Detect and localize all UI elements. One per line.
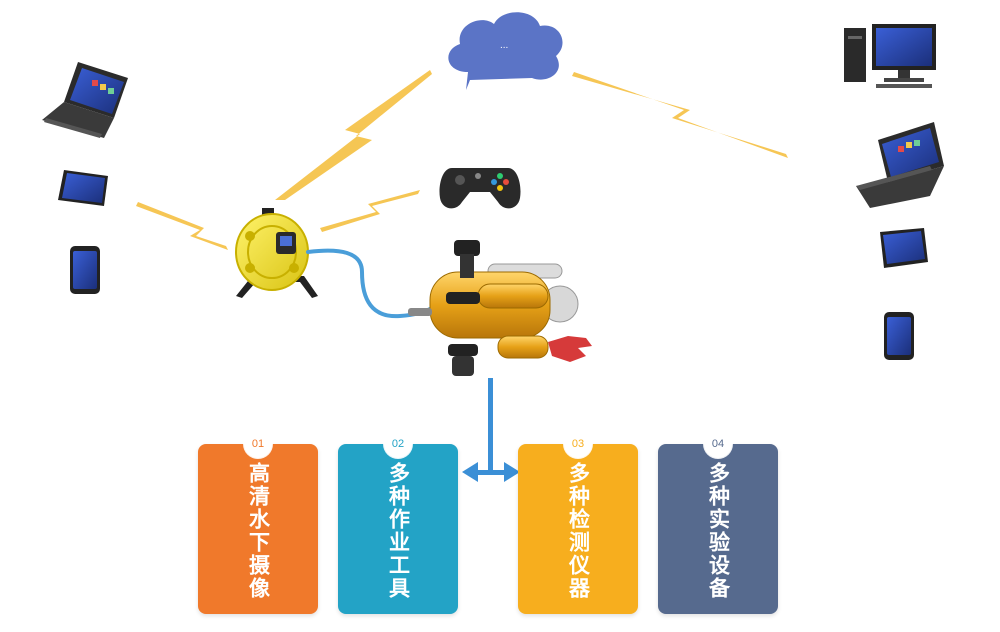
card-experiment-equipment: 04 多种实验设备 [658, 430, 778, 614]
laptop-icon [42, 62, 128, 138]
gamepad-icon [439, 168, 521, 209]
card-hd-camera: 01 高清水下摄像 [198, 430, 318, 614]
phone-icon [884, 312, 914, 360]
cloud-label: ... [500, 40, 509, 51]
card-label: 多种作业工具 [386, 462, 411, 600]
card-number: 03 [564, 430, 592, 458]
card-label: 高清水下摄像 [246, 462, 271, 600]
laptop-icon [856, 122, 944, 208]
card-label: 多种实验设备 [706, 462, 731, 600]
cable-reel-icon [235, 208, 318, 298]
desktop-computer-icon [844, 24, 936, 88]
cloud-icon [448, 12, 563, 90]
tablet-icon [880, 228, 928, 268]
card-number: 02 [384, 430, 412, 458]
phone-icon [70, 246, 100, 294]
lightning-icon [136, 70, 788, 250]
underwater-robot-icon [408, 240, 592, 376]
card-work-tools: 02 多种作业工具 [338, 430, 458, 614]
connector-arrow [462, 378, 520, 482]
card-label: 多种检测仪器 [566, 462, 591, 600]
tablet-icon [58, 170, 108, 206]
card-number: 01 [244, 430, 272, 458]
tether-cable [306, 248, 434, 319]
card-detection-instruments: 03 多种检测仪器 [518, 430, 638, 614]
card-number: 04 [704, 430, 732, 458]
